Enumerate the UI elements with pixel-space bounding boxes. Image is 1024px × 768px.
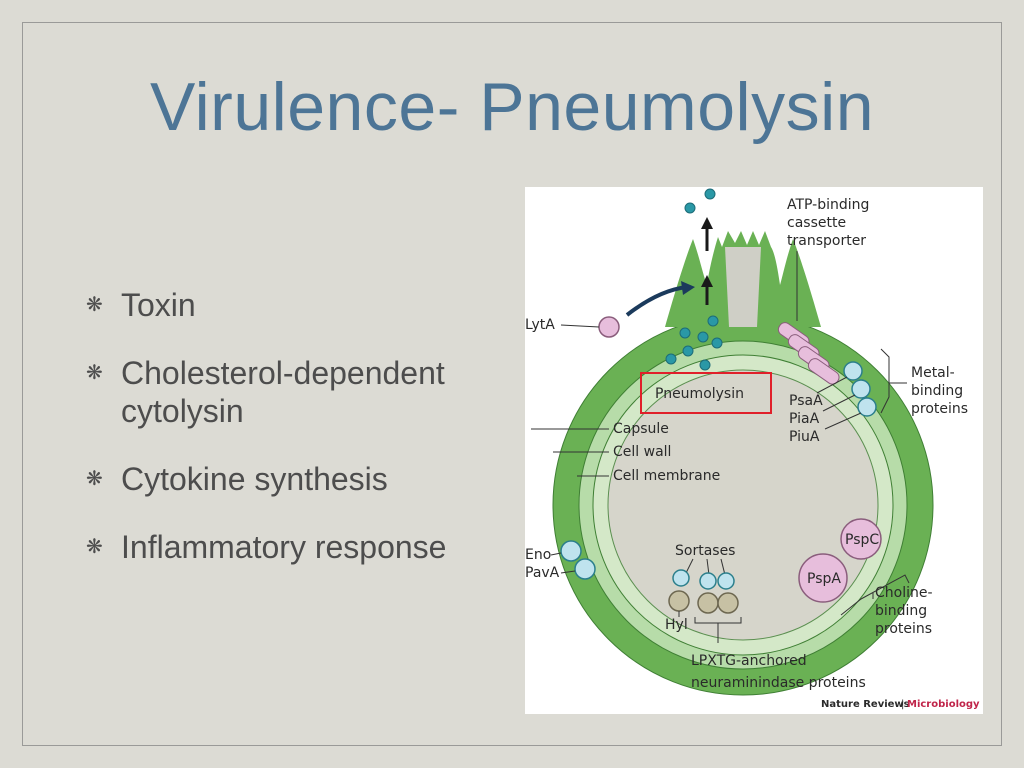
choline-label-line1: Choline- [875, 585, 933, 601]
lpxtg-proteins [668, 590, 739, 614]
bullet-text: Cholesterol-dependent cytolysin [121, 355, 445, 429]
sortase-protein [717, 572, 735, 590]
pava-protein [574, 558, 596, 580]
eno-protein [560, 540, 582, 562]
metal-label-line1: Metal- [911, 365, 955, 381]
arrows [625, 217, 713, 317]
credit-separator: | [901, 699, 904, 710]
abc-label-line1: ATP-binding [787, 197, 869, 213]
leader-line [824, 412, 862, 430]
toxin-dot [679, 327, 691, 339]
bullet-text: Cytokine synthesis [121, 461, 388, 497]
pspc-protein [840, 518, 882, 560]
abc-label-line2: cassette [787, 215, 846, 231]
pore-channel [725, 247, 761, 327]
metal-binding-proteins [843, 361, 877, 417]
asterisk-bullet-icon: ❋ [86, 536, 103, 558]
transporter-helix [807, 358, 840, 385]
psaa-protein [843, 361, 863, 381]
bullet-item: ❋ Cytokine synthesis [86, 460, 506, 498]
pspa-label: PspA [807, 571, 841, 587]
capsule-label: Capsule [613, 421, 669, 437]
hyl-protein [668, 590, 690, 612]
bullet-text: Inflammatory response [121, 529, 447, 565]
credit-journal: Nature Reviews [821, 699, 910, 710]
neuraminidase-protein [717, 592, 739, 614]
toxin-dot [697, 331, 709, 343]
slide-frame [22, 22, 1002, 746]
piaa-label: PiaA [789, 411, 820, 427]
sortase-proteins [672, 569, 735, 590]
leader-line [560, 570, 576, 574]
toxin-dot [682, 345, 694, 357]
lyta-label: LytA [525, 317, 555, 333]
abc-transporter [777, 251, 840, 385]
bracket [840, 574, 910, 616]
slide-title: Virulence- Pneumolysin [149, 69, 875, 145]
toxin-dot [684, 202, 696, 214]
bracket [880, 348, 890, 414]
cytoplasm [607, 369, 879, 641]
arrowhead-icon [701, 217, 713, 229]
sortase-protein [672, 569, 690, 587]
leader-line [816, 376, 848, 394]
bullet-list: ❋ Toxin ❋ Cholesterol-dependent cytolysi… [86, 286, 506, 596]
choline-label-line3: proteins [875, 621, 932, 637]
bullet-item: ❋ Cholesterol-dependent cytolysin [86, 354, 506, 430]
metal-label-line2: binding [911, 383, 963, 399]
pneumococcus-diagram: Pneumolysin ATP-binding cassette transpo… [525, 187, 983, 714]
piua-protein [857, 397, 877, 417]
credit-section: Microbiology [907, 699, 980, 710]
lpxtg-label-line1: LPXTG-anchored [691, 653, 807, 669]
pspa-protein [798, 553, 848, 603]
metal-label-line3: proteins [911, 401, 968, 417]
leader-line [550, 552, 562, 556]
cell-wall-label: Cell wall [613, 444, 671, 460]
lpxtg-label-line2: neuraminindase proteins [691, 675, 866, 691]
psaa-label: PsaA [789, 393, 823, 409]
leader-line [720, 558, 726, 576]
toxin-dot [704, 188, 716, 200]
choline-label-line2: binding [875, 603, 927, 619]
bullet-item: ❋ Inflammatory response [86, 528, 506, 566]
toxin-dot [699, 359, 711, 371]
leader-line [822, 394, 856, 412]
diagram-svg: Pneumolysin ATP-binding cassette transpo… [525, 188, 980, 710]
leader-line [560, 324, 600, 328]
arrowhead-icon [681, 281, 695, 295]
bullet-text: Toxin [121, 287, 196, 323]
piaa-protein [851, 379, 871, 399]
piua-label: PiuA [789, 429, 820, 445]
hyl-label: Hyl [665, 617, 688, 633]
pava-label: PavA [525, 565, 560, 581]
bacterial-cell [552, 231, 934, 696]
pneumolysin-highlight-box [640, 372, 772, 414]
pneumolysin-label: Pneumolysin [655, 386, 744, 402]
pspc-label: PspC [845, 532, 879, 548]
asterisk-bullet-icon: ❋ [86, 468, 103, 490]
asterisk-bullet-icon: ❋ [86, 362, 103, 384]
abc-label-line3: transporter [787, 233, 866, 249]
neuraminidase-protein [697, 592, 719, 614]
toxin-dot [707, 315, 719, 327]
asterisk-bullet-icon: ❋ [86, 294, 103, 316]
eno-label: Eno [525, 547, 551, 563]
arrowhead-icon [701, 275, 713, 287]
toxin-dot [665, 353, 677, 365]
cell-membrane-label: Cell membrane [613, 468, 720, 484]
sortases-label: Sortases [675, 543, 735, 559]
toxin-molecules [665, 188, 723, 371]
lyta-protein [598, 316, 620, 338]
toxin-dot [711, 337, 723, 349]
bullet-item: ❋ Toxin [86, 286, 506, 324]
sortase-protein [699, 572, 717, 590]
